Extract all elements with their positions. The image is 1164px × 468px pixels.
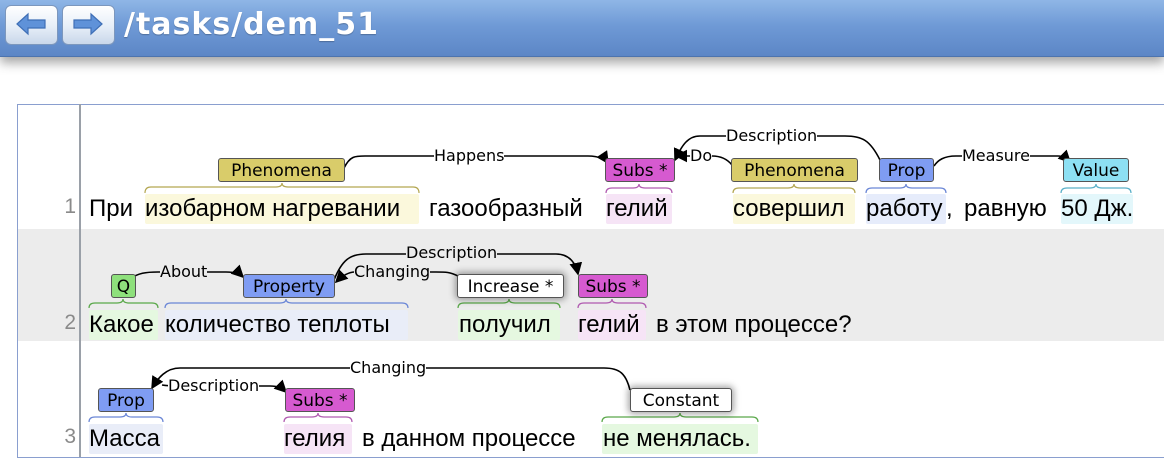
arc-label-description[interactable]: Description	[406, 243, 498, 262]
line-number: 3	[64, 425, 76, 448]
entity-label-subs[interactable]: Subs *	[605, 158, 675, 182]
token[interactable]: изобарном нагревании	[145, 195, 401, 222]
token[interactable]: газообразный	[429, 195, 583, 222]
arc-label-happens[interactable]: Happens	[434, 146, 505, 165]
arrow-left-icon	[16, 12, 46, 36]
entity-label-property[interactable]: Property	[243, 274, 335, 298]
span-highlight	[578, 310, 646, 340]
span-highlight	[1061, 194, 1133, 224]
entity-label-phenomena[interactable]: Phenomena	[218, 158, 345, 182]
token[interactable]: гелия	[284, 425, 346, 452]
arc-label-measure[interactable]: Measure	[962, 146, 1030, 165]
entity-label-subs[interactable]: Subs *	[578, 274, 648, 298]
token[interactable]: равную	[964, 195, 1047, 222]
entity-label-constant[interactable]: Constant	[630, 388, 732, 412]
token[interactable]: 50 Дж.	[1061, 195, 1134, 222]
span-highlight	[89, 424, 163, 454]
arc-label-description[interactable]: Description	[726, 126, 818, 145]
token[interactable]: количество теплоты	[165, 311, 390, 338]
token[interactable]: При	[89, 195, 134, 222]
gutter-divider	[79, 104, 81, 457]
span-highlight	[866, 194, 946, 224]
entity-label-phenomena[interactable]: Phenomena	[731, 158, 858, 182]
entity-label-prop[interactable]: Prop	[879, 158, 934, 182]
token[interactable]: получил	[459, 311, 551, 338]
back-button[interactable]	[5, 5, 58, 45]
token[interactable]: работу	[866, 195, 943, 222]
line-number: 1	[64, 195, 76, 218]
arc-label-about[interactable]: About	[160, 262, 208, 281]
token[interactable]: в этом процессе?	[656, 311, 852, 338]
arc-label-do[interactable]: Do	[690, 146, 713, 165]
span-highlight	[458, 310, 560, 340]
line-number: 2	[64, 311, 76, 334]
token[interactable]: гелий	[606, 195, 668, 222]
entity-label-subs[interactable]: Subs *	[285, 388, 355, 412]
token[interactable]: совершил	[733, 195, 845, 222]
arc-label-changing[interactable]: Changing	[354, 262, 431, 281]
token[interactable]: ,	[946, 195, 953, 222]
span-highlight	[606, 194, 672, 224]
token[interactable]: в данном процессе	[362, 425, 576, 452]
forward-button[interactable]	[62, 5, 115, 45]
entity-label-q[interactable]: Q	[111, 274, 136, 298]
token[interactable]: Какое	[89, 311, 154, 338]
span-highlight	[145, 194, 419, 224]
span-highlight	[165, 310, 408, 340]
token[interactable]: не менялась.	[603, 425, 751, 452]
span-highlight	[602, 424, 758, 454]
span-highlight	[733, 194, 855, 224]
arc-label-description[interactable]: Description	[168, 376, 260, 395]
token[interactable]: гелий	[578, 311, 640, 338]
header-bar: /tasks/dem_51	[0, 0, 1164, 57]
entity-label-value[interactable]: Value	[1063, 158, 1129, 182]
entity-label-prop[interactable]: Prop	[98, 388, 154, 412]
span-highlight	[284, 424, 352, 454]
arc-label-changing[interactable]: Changing	[350, 358, 427, 377]
entity-label-increase[interactable]: Increase *	[457, 274, 564, 298]
page-title: /tasks/dem_51	[124, 7, 379, 42]
token[interactable]: Масса	[89, 425, 160, 452]
arrow-right-icon	[73, 12, 103, 36]
span-highlight	[89, 310, 158, 340]
